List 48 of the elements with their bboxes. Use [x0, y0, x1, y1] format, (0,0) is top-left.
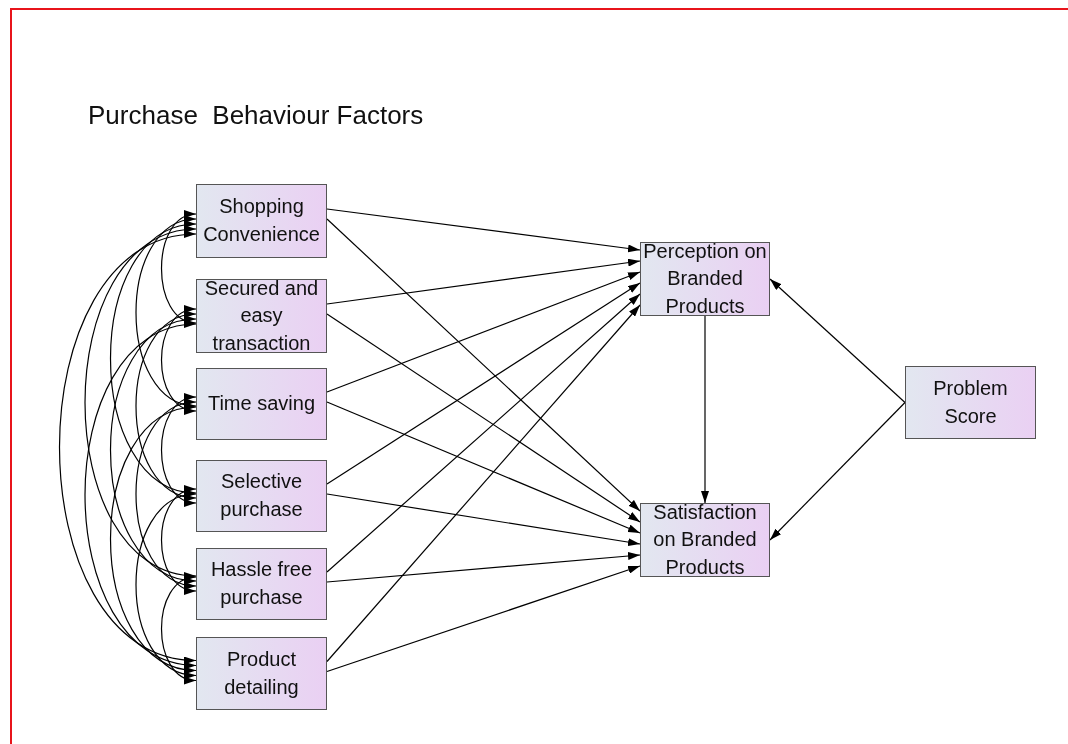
double-headed-arrow	[160, 575, 197, 683]
double-headed-arrow	[160, 307, 197, 413]
arrow	[326, 493, 641, 547]
arrow	[326, 282, 641, 485]
variable-label: Secured and easy transaction	[203, 275, 320, 356]
variable-label: Product detailing	[223, 646, 300, 700]
double-headed-arrow	[109, 222, 197, 495]
variable-box	[196, 460, 327, 532]
arrow	[769, 278, 906, 404]
double-headed-arrow	[160, 395, 197, 505]
arrow	[326, 271, 641, 393]
double-headed-arrow	[160, 487, 197, 593]
variable-box	[640, 503, 770, 577]
double-headed-arrow	[135, 217, 197, 408]
arrow	[701, 315, 709, 504]
variable-label: Shopping Convenience	[202, 194, 321, 247]
double-headed-arrow	[84, 322, 197, 668]
variable-box	[196, 184, 327, 258]
variable-label: Hassle free purchase	[209, 557, 314, 610]
variable-label: Time saving	[206, 391, 317, 417]
variable-label: Perception on Branded Products	[642, 238, 768, 319]
double-headed-arrow	[109, 317, 197, 583]
arrow	[326, 552, 641, 583]
arrow	[326, 218, 641, 512]
arrow	[326, 293, 641, 573]
variable-box	[196, 548, 327, 620]
double-headed-arrow	[135, 400, 197, 588]
arrow	[326, 565, 641, 673]
variable-box	[196, 279, 327, 353]
arrow	[326, 258, 641, 305]
arrow	[326, 208, 641, 253]
variable-box	[196, 368, 327, 440]
arrow	[326, 401, 641, 534]
variable-box	[196, 637, 327, 710]
arrow	[326, 304, 641, 663]
diagram-title: Purchase Behaviour Factors	[88, 100, 424, 131]
variable-label: Selective purchase	[219, 469, 304, 522]
double-headed-arrow	[84, 227, 197, 578]
variable-box	[905, 366, 1036, 439]
double-headed-arrow	[135, 492, 197, 678]
arrow	[326, 313, 641, 523]
double-headed-arrow	[135, 312, 197, 500]
double-headed-arrow	[109, 405, 197, 673]
variable-label: Satisfaction on Branded Products	[652, 499, 758, 580]
double-headed-arrow	[160, 212, 197, 325]
arrow	[769, 401, 906, 541]
double-headed-arrow	[58, 232, 197, 663]
variable-label: Problem Score	[932, 375, 1009, 429]
